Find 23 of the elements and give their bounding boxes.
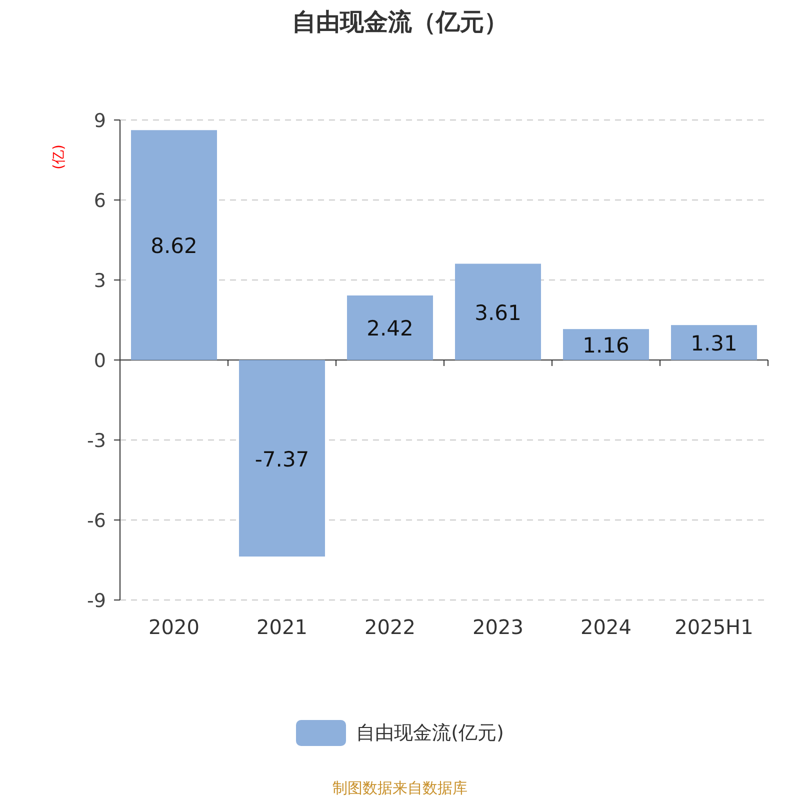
tick-label: 0 xyxy=(94,350,106,372)
tick-label: -3 xyxy=(87,430,106,452)
source-note: 制图数据来自数据库 xyxy=(332,779,468,797)
y-axis-label: (亿) xyxy=(51,144,67,170)
data-label: 8.62 xyxy=(150,234,198,258)
tick-label: -9 xyxy=(87,590,106,612)
category-label: 2024 xyxy=(580,615,632,639)
category-label: 2022 xyxy=(364,615,416,639)
data-label: 3.61 xyxy=(474,300,522,325)
data-label: -7.37 xyxy=(254,447,310,472)
tick-label: -6 xyxy=(87,510,106,532)
data-label: 1.31 xyxy=(690,332,738,356)
tick-label: 6 xyxy=(94,190,106,212)
category-label: 2023 xyxy=(472,615,524,639)
category-label: 2020 xyxy=(148,615,200,639)
tick-label: 9 xyxy=(94,110,106,132)
category-label: 2021 xyxy=(256,615,308,639)
tick-label: 3 xyxy=(94,270,106,292)
chart-title: 自由现金流（亿元） xyxy=(292,8,508,36)
data-label: 2.42 xyxy=(366,316,414,341)
legend-label: 自由现金流(亿元) xyxy=(356,721,504,746)
category-label: 2025H1 xyxy=(674,615,754,639)
data-label: 1.16 xyxy=(582,334,630,358)
